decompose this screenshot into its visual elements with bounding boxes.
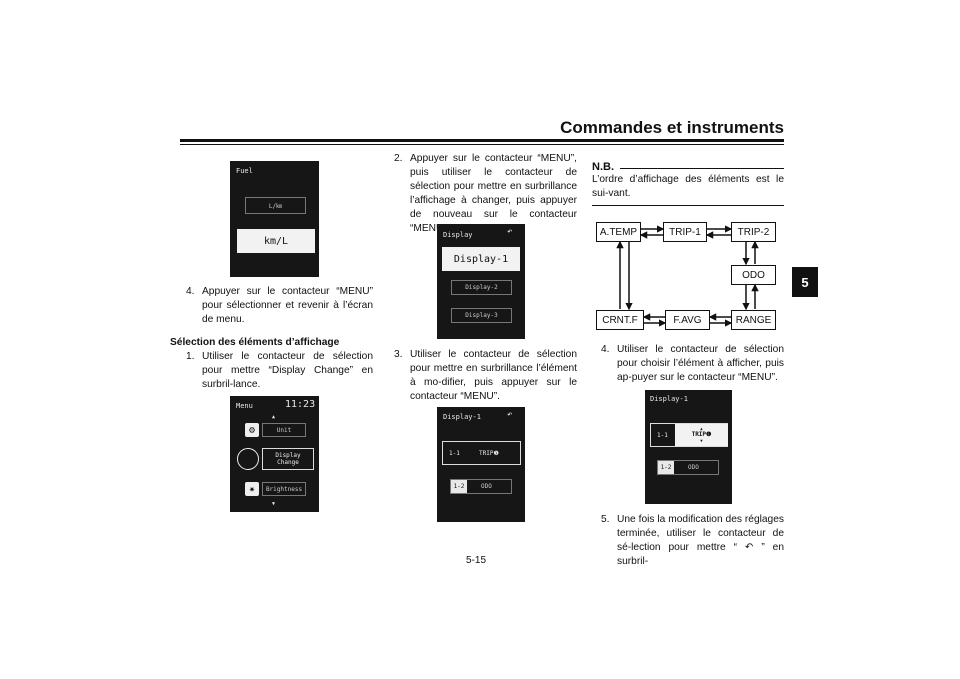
display-screen: Display ↶ Display-1 Display-2 Display-3 <box>437 224 525 339</box>
node-a-temp: A.TEMP <box>596 222 641 242</box>
display1-screen-title: Display-1 <box>443 413 481 421</box>
nb-rule <box>620 168 784 169</box>
display1-screen: Display-1 ↶ 1-1 TRIP❶ 1-2 ODO <box>437 407 525 522</box>
down-arrow-icon: ▼ <box>272 501 276 507</box>
step-text: Utiliser le contacteur de sélection pour… <box>617 344 784 383</box>
step-1-paragraph: 1. Utiliser le contacteur de sélection p… <box>186 350 373 392</box>
display-change-icon <box>237 448 259 470</box>
nb-rule-bottom <box>592 205 784 206</box>
slot-1-row: 1-1 ▲ TRIP❶ ▼ <box>650 423 728 447</box>
node-trip-2: TRIP-2 <box>731 222 776 242</box>
slot-1-value: TRIP❶ <box>691 431 712 438</box>
section-heading: Sélection des éléments d’affichage <box>170 337 340 348</box>
clock-display: 11:23 <box>285 399 316 410</box>
step-number: 2. <box>394 153 403 164</box>
step-number: 4. <box>601 344 610 355</box>
step-text: Appuyer sur le contacteur “MENU” pour sé… <box>202 286 373 325</box>
slot-1-value-box: ▲ TRIP❶ ▼ <box>675 424 728 446</box>
menu-item-brightness: Brightness <box>262 482 306 496</box>
node-trip-1: TRIP-1 <box>663 222 707 242</box>
step-number: 3. <box>394 349 403 360</box>
back-icon: ↶ <box>507 410 513 420</box>
step-number: 4. <box>186 286 195 297</box>
page-number: 5-15 <box>466 555 487 566</box>
down-arrow-icon: ▼ <box>700 438 703 443</box>
slot-2-value: ODO <box>481 483 492 490</box>
step-2-paragraph: 2. Appuyer sur le contacteur “MENU”, pui… <box>394 152 577 236</box>
fuel-option-km-l: km/L <box>237 229 315 253</box>
slot-1-value: TRIP❶ <box>479 450 499 457</box>
step-text: Utiliser le contacteur de sélection pour… <box>202 351 373 390</box>
slot-2-row: 1-2 ODO <box>450 479 512 494</box>
step-5-paragraph: 5. Une fois la modification des réglages… <box>601 513 784 569</box>
display-order-diagram: A.TEMP TRIP-1 TRIP-2 ODO RANGE F.AVG CRN… <box>592 216 784 336</box>
menu-item-unit: Unit <box>262 423 306 437</box>
chapter-tab: 5 <box>792 267 818 297</box>
display-change-line-1: Display <box>275 452 301 459</box>
step-4b-paragraph: 4. Utiliser le contacteur de sélection p… <box>601 343 784 385</box>
header-rule-thin <box>180 144 784 145</box>
slot-2-value: ODO <box>688 464 699 471</box>
node-crnt-f: CRNT.F <box>596 310 644 330</box>
display-option-2: Display-2 <box>451 280 512 295</box>
step-number: 1. <box>186 351 195 362</box>
step-3-paragraph: 3. Utiliser le contacteur de sélection p… <box>394 348 577 404</box>
slot-1-label: 1-1 <box>449 450 460 457</box>
brightness-icon: ✷ <box>245 482 259 496</box>
step-4-paragraph: 4. Appuyer sur le contacteur “MENU” pour… <box>186 285 373 327</box>
step-text: Utiliser le contacteur de sélection pour… <box>410 349 577 402</box>
node-range: RANGE <box>731 310 776 330</box>
nb-text: L’ordre d’affichage des éléments est le … <box>592 174 784 199</box>
gear-icon: ⚙ <box>245 423 259 437</box>
nb-title: N.B. <box>592 161 614 173</box>
slot-2-label: 1-2 <box>658 461 674 474</box>
display1-select-title: Display-1 <box>650 395 688 403</box>
page-header-title: Commandes et instruments <box>560 118 784 137</box>
up-arrow-icon: ▲ <box>700 426 703 431</box>
back-icon: ↶ <box>507 227 513 237</box>
header-rule <box>180 139 784 142</box>
node-f-avg: F.AVG <box>665 310 710 330</box>
fuel-screen-title: Fuel <box>236 167 253 175</box>
display-option-1: Display-1 <box>442 247 520 271</box>
display-option-3: Display-3 <box>451 308 512 323</box>
display-screen-title: Display <box>443 231 473 239</box>
menu-item-display-change: Display Change <box>262 448 314 470</box>
step-text: Une fois la modification des réglages te… <box>617 514 784 567</box>
slot-1-row: 1-1 TRIP❶ <box>442 441 521 465</box>
slot-2-label: 1-2 <box>451 480 467 493</box>
fuel-screen: Fuel L/㎞ km/L <box>230 161 319 277</box>
step-number: 5. <box>601 514 610 525</box>
menu-screen: Menu 11:23 ▲ ⚙ Unit Display Change ✷ Bri… <box>230 396 319 512</box>
display-change-line-2: Change <box>277 459 299 466</box>
menu-screen-title: Menu <box>236 402 253 410</box>
display1-select-screen: Display-1 1-1 ▲ TRIP❶ ▼ 1-2 ODO <box>645 390 732 504</box>
step-text: Appuyer sur le contacteur “MENU”, puis u… <box>410 153 577 234</box>
slot-1-label: 1-1 <box>657 432 668 439</box>
node-odo: ODO <box>731 265 776 285</box>
up-arrow-icon: ▲ <box>272 414 276 420</box>
slot-2-row: 1-2 ODO <box>657 460 719 475</box>
fuel-option-l-km: L/㎞ <box>245 197 306 214</box>
diagram-arrows <box>616 225 759 327</box>
